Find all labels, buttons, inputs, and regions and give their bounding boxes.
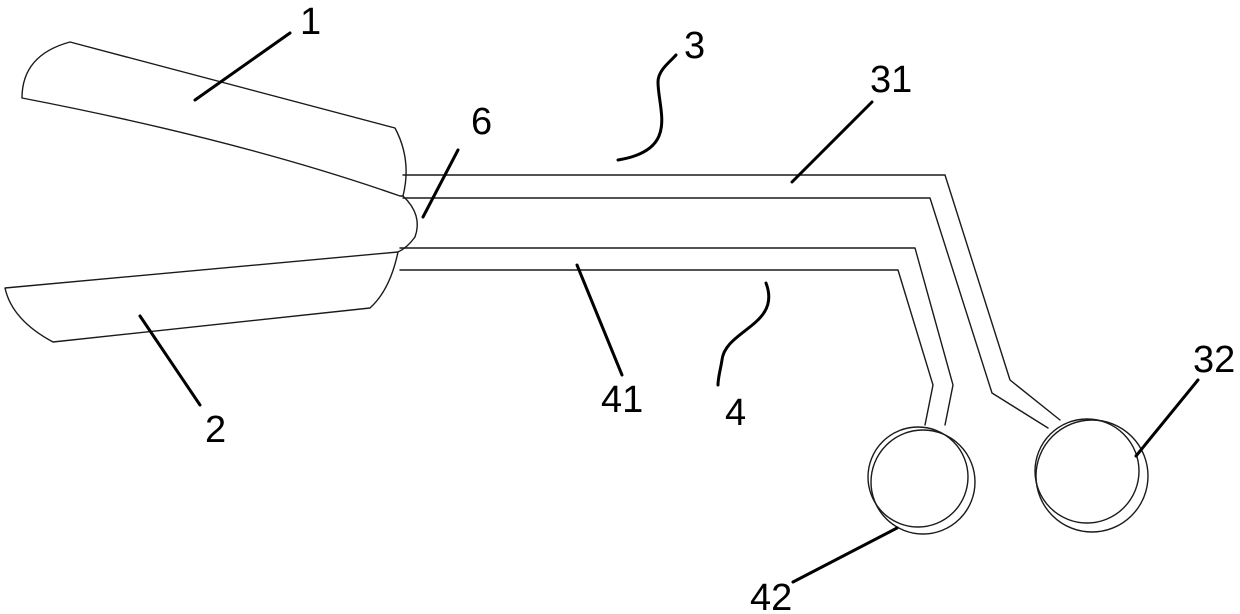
upper-finger-ring-outer: [1036, 420, 1148, 532]
label-31: 31: [870, 59, 912, 101]
label-3: 3: [684, 25, 705, 67]
label-41: 41: [601, 379, 643, 421]
leader-42: [793, 528, 897, 582]
upper-finger-ring-inner: [1035, 419, 1139, 523]
upper-jaw: [22, 42, 406, 196]
label-2: 2: [205, 409, 226, 451]
leader-4: [718, 283, 769, 385]
leader-41: [577, 265, 622, 375]
leader-3: [618, 55, 676, 160]
leader-31: [792, 102, 872, 182]
lower-finger-ring-outer: [871, 430, 975, 534]
lower-finger-ring-inner: [868, 427, 968, 527]
leader-32: [1136, 380, 1198, 456]
leader-6: [423, 150, 458, 217]
lower-arm-outer-line: [400, 248, 953, 425]
lower-arm-inner-line: [400, 270, 933, 425]
label-6: 6: [471, 101, 492, 143]
lower-jaw: [5, 252, 398, 342]
label-4: 4: [725, 392, 746, 434]
label-1: 1: [300, 1, 321, 43]
label-42: 42: [750, 577, 792, 614]
leader-1: [195, 33, 290, 100]
hinge-joint: [398, 196, 417, 252]
label-32: 32: [1193, 339, 1235, 381]
